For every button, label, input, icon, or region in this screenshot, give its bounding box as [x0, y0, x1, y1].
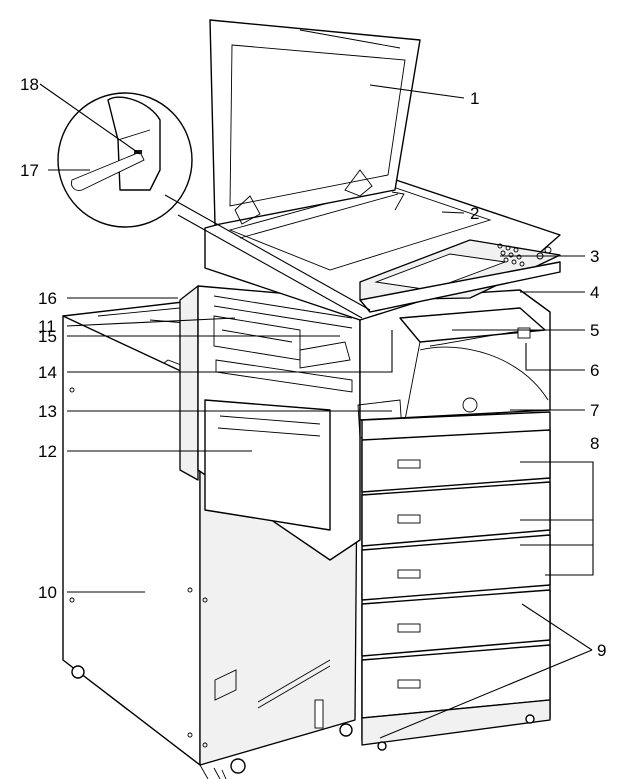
callout-10: 10: [38, 583, 57, 602]
callout-7: 7: [590, 401, 599, 420]
callout-labels: 1 2 3 4 5 6 7 8 9 10 11 12 13 14 15 16 1…: [20, 75, 606, 660]
callout-3: 3: [590, 247, 599, 266]
callout-14: 14: [38, 363, 57, 382]
callout-leaders: [39, 83, 594, 739]
callout-6: 6: [590, 361, 599, 380]
callout-9: 9: [597, 641, 606, 660]
stylus-inset: [57, 92, 371, 319]
callout-5: 5: [590, 321, 599, 340]
callout-15: 15: [38, 327, 57, 346]
callout-11: 11: [38, 317, 56, 336]
scanner-unit: [204, 19, 561, 321]
callout-8: 8: [590, 434, 599, 453]
callout-13: 13: [38, 402, 57, 421]
callout-16: 16: [38, 289, 57, 308]
callout-17: 17: [20, 161, 39, 180]
paper-trays: [361, 411, 551, 751]
printer-body: [179, 285, 551, 561]
callout-1: 1: [470, 89, 479, 108]
callout-12: 12: [38, 442, 57, 461]
keypad: [497, 243, 552, 267]
callout-18: 18: [20, 75, 39, 94]
callout-2: 2: [470, 204, 479, 223]
callout-4: 4: [590, 283, 599, 302]
